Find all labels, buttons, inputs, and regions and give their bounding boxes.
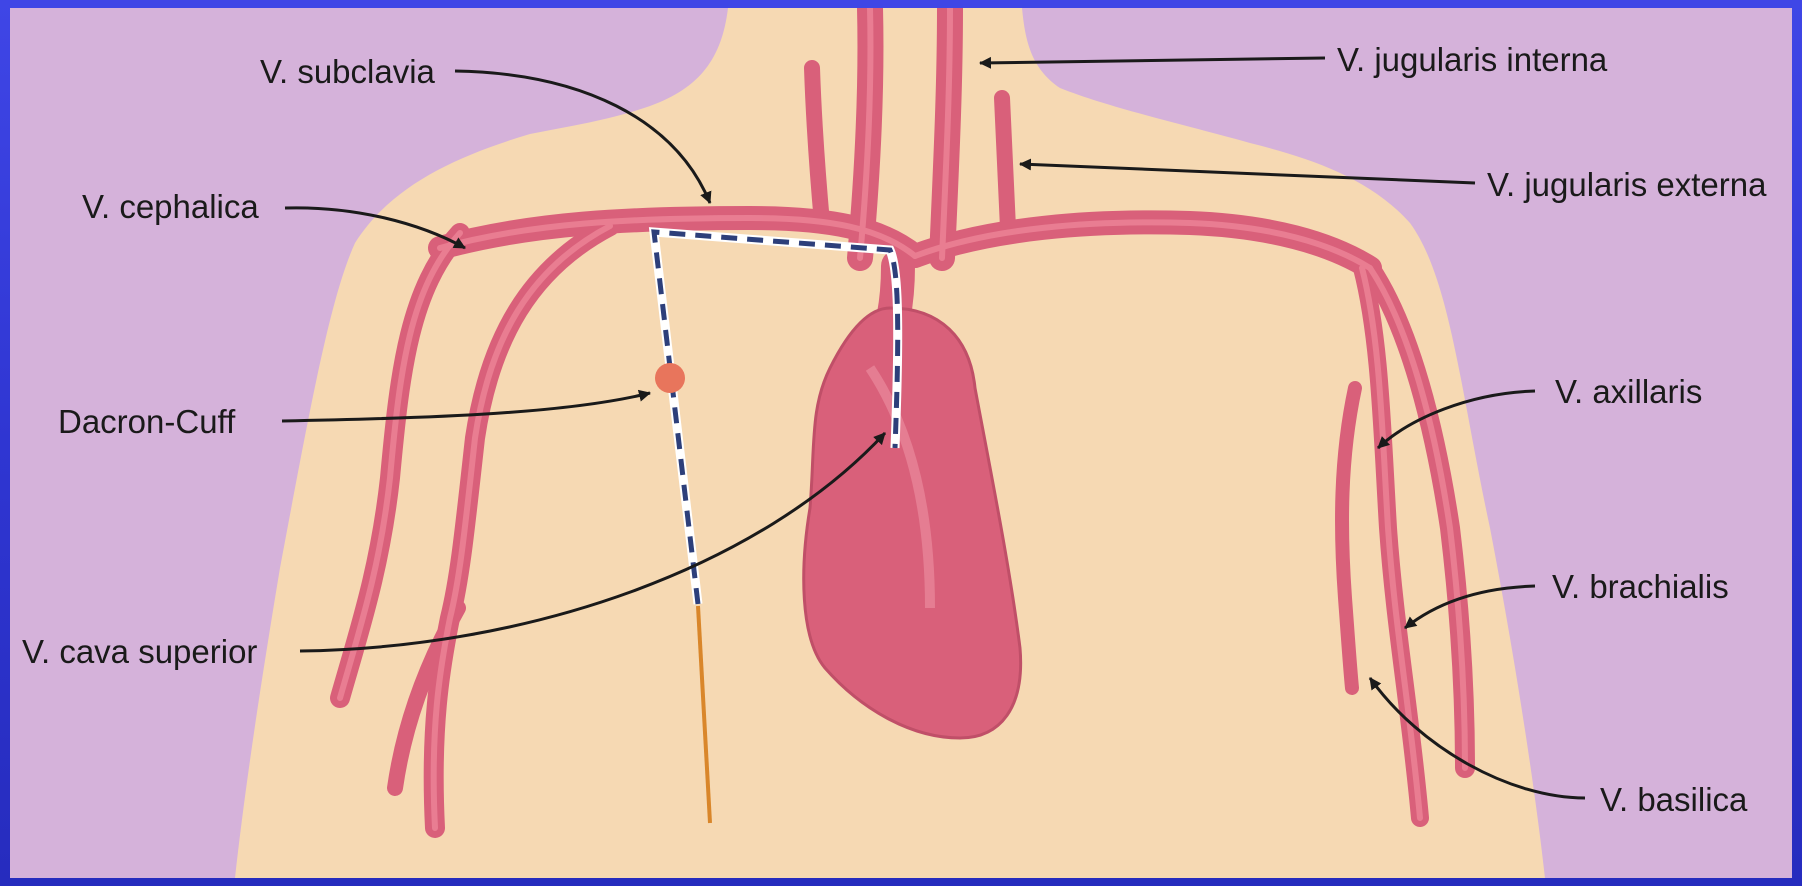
label-cephalica: V. cephalica <box>82 188 259 225</box>
label-cava-superior: V. cava superior <box>22 633 257 670</box>
label-dacron-cuff: Dacron-Cuff <box>58 403 236 440</box>
venous-anatomy-diagram: V. subclavia V. jugularis interna V. jug… <box>10 8 1792 878</box>
label-jugularis-externa: V. jugularis externa <box>1487 166 1767 203</box>
label-basilica: V. basilica <box>1600 781 1748 818</box>
label-axillaris: V. axillaris <box>1555 373 1702 410</box>
diagram-canvas: V. subclavia V. jugularis interna V. jug… <box>10 8 1792 878</box>
label-jugularis-interna: V. jugularis interna <box>1337 41 1608 78</box>
label-subclavia: V. subclavia <box>260 53 436 90</box>
jugularis-externa-vein-2 <box>1002 98 1008 228</box>
jugularis-externa-vein <box>812 68 822 223</box>
label-brachialis: V. brachialis <box>1552 568 1729 605</box>
dacron-cuff <box>655 363 685 393</box>
